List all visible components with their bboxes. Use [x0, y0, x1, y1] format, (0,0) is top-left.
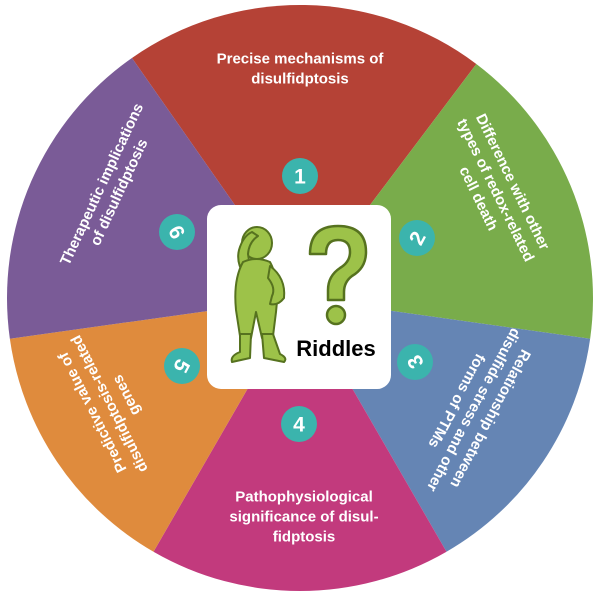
badge-5 — [164, 348, 200, 384]
badge-6 — [159, 214, 195, 250]
segment-4 — [153, 298, 447, 591]
segment-1-label-line-2: disulfidptosis — [251, 70, 349, 87]
thinking-person-icon — [230, 226, 287, 363]
badge-4 — [281, 406, 317, 442]
badge-number-4: 4 — [293, 414, 305, 437]
segment-4-label-line-3: fidptosis — [273, 528, 336, 545]
question-mark-icon — [308, 224, 368, 326]
segment-4-label-line-2: significance of disul- — [229, 508, 378, 525]
badge-number-1: 1 — [294, 166, 306, 189]
segment-1-label-line-1: Precise mechanisms of — [217, 50, 385, 67]
segment-1 — [131, 4, 477, 299]
badge-1 — [282, 158, 318, 194]
segment-4-label-line-1: Pathophysiological — [235, 488, 373, 505]
badge-2 — [399, 220, 435, 256]
center-label: Riddles — [296, 336, 375, 361]
badge-3 — [397, 344, 433, 380]
